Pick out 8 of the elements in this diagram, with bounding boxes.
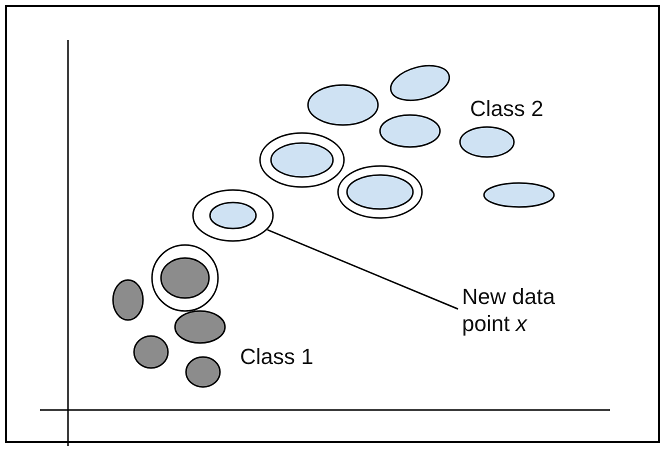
class-label: Class 2 — [470, 95, 544, 122]
class-label: Class 1 — [240, 343, 314, 370]
circled-data-point — [337, 165, 423, 219]
annotation-text: New data point x — [462, 283, 582, 339]
leader-line — [267, 229, 458, 310]
circled-data-point — [192, 189, 274, 242]
circled-data-point — [151, 244, 219, 312]
circled-data-point — [259, 132, 345, 188]
